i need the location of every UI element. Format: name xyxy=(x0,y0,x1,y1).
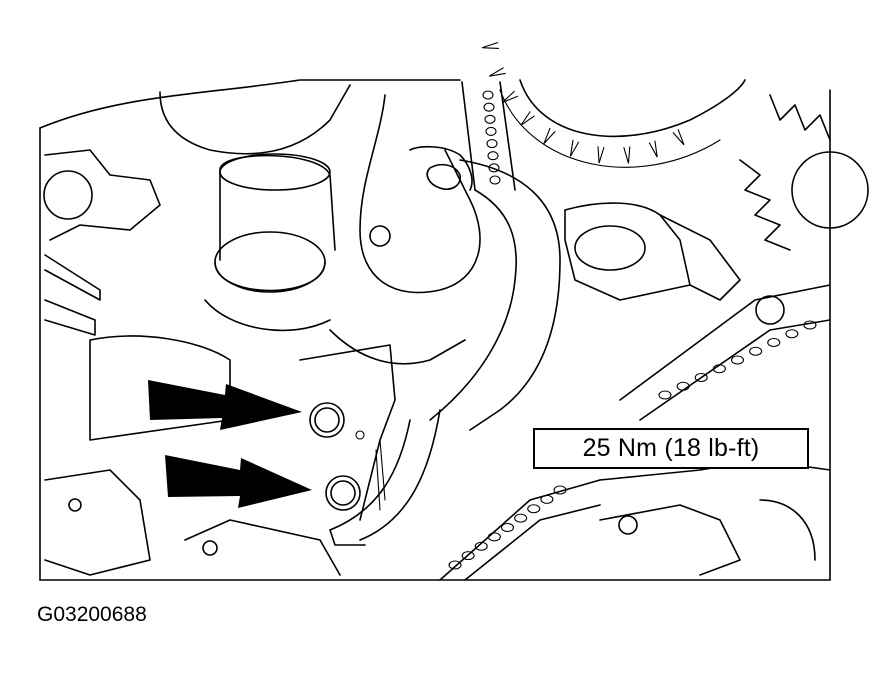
sprocket-tooth xyxy=(672,129,685,146)
chain-link xyxy=(485,126,497,136)
sprocket-tooth xyxy=(543,127,556,144)
engine-block-left xyxy=(43,149,341,576)
chain-link xyxy=(489,175,501,185)
chain-link xyxy=(500,522,515,533)
chain-link xyxy=(803,320,817,330)
timing-chain-upper xyxy=(461,81,516,191)
chain-link xyxy=(694,372,708,383)
chain-link xyxy=(730,355,745,365)
chain-link xyxy=(486,139,498,149)
sprocket-tooth xyxy=(501,90,518,104)
sprocket-tooth xyxy=(623,146,631,164)
sprocket-tooth xyxy=(648,140,658,158)
torque-callout: 25 Nm (18 lb-ft) xyxy=(533,428,809,469)
chain-link xyxy=(487,532,501,542)
sprocket-tooth xyxy=(597,146,605,164)
diagram-outline xyxy=(39,79,831,581)
chain-link xyxy=(448,560,462,570)
guide-bolt-upper xyxy=(309,402,365,440)
chain-link xyxy=(482,90,494,100)
chain-link xyxy=(483,102,495,112)
torque-value: 25 Nm (18 lb-ft) xyxy=(582,434,760,462)
chain-link xyxy=(514,513,528,523)
arrow-lower xyxy=(165,455,312,508)
sprocket-tooth xyxy=(481,42,500,50)
sprocket-tooth xyxy=(520,111,535,126)
chain-link xyxy=(712,364,726,374)
sprocket-tooth xyxy=(488,67,506,77)
idler-hub xyxy=(564,202,741,301)
chain-link xyxy=(488,163,500,173)
chain-link xyxy=(540,494,554,504)
arrow-upper xyxy=(148,380,302,430)
chain-link xyxy=(484,114,496,124)
camshaft-sprocket xyxy=(481,42,869,251)
chain-link xyxy=(658,390,672,400)
chain-link xyxy=(749,346,763,356)
chain-guide xyxy=(299,94,561,546)
chain-link xyxy=(676,381,690,391)
chain-link xyxy=(767,337,781,348)
chain-link xyxy=(461,551,475,561)
sprocket-tooth xyxy=(569,139,580,157)
chain-link xyxy=(487,151,499,161)
figure-id: G03200688 xyxy=(37,603,147,626)
chain-link xyxy=(785,329,799,339)
chain-link xyxy=(553,485,567,495)
chain-link xyxy=(527,504,541,514)
cylinder-head-boss xyxy=(159,84,391,332)
guide-bolt-lower xyxy=(325,475,361,511)
chain-link xyxy=(474,541,488,551)
